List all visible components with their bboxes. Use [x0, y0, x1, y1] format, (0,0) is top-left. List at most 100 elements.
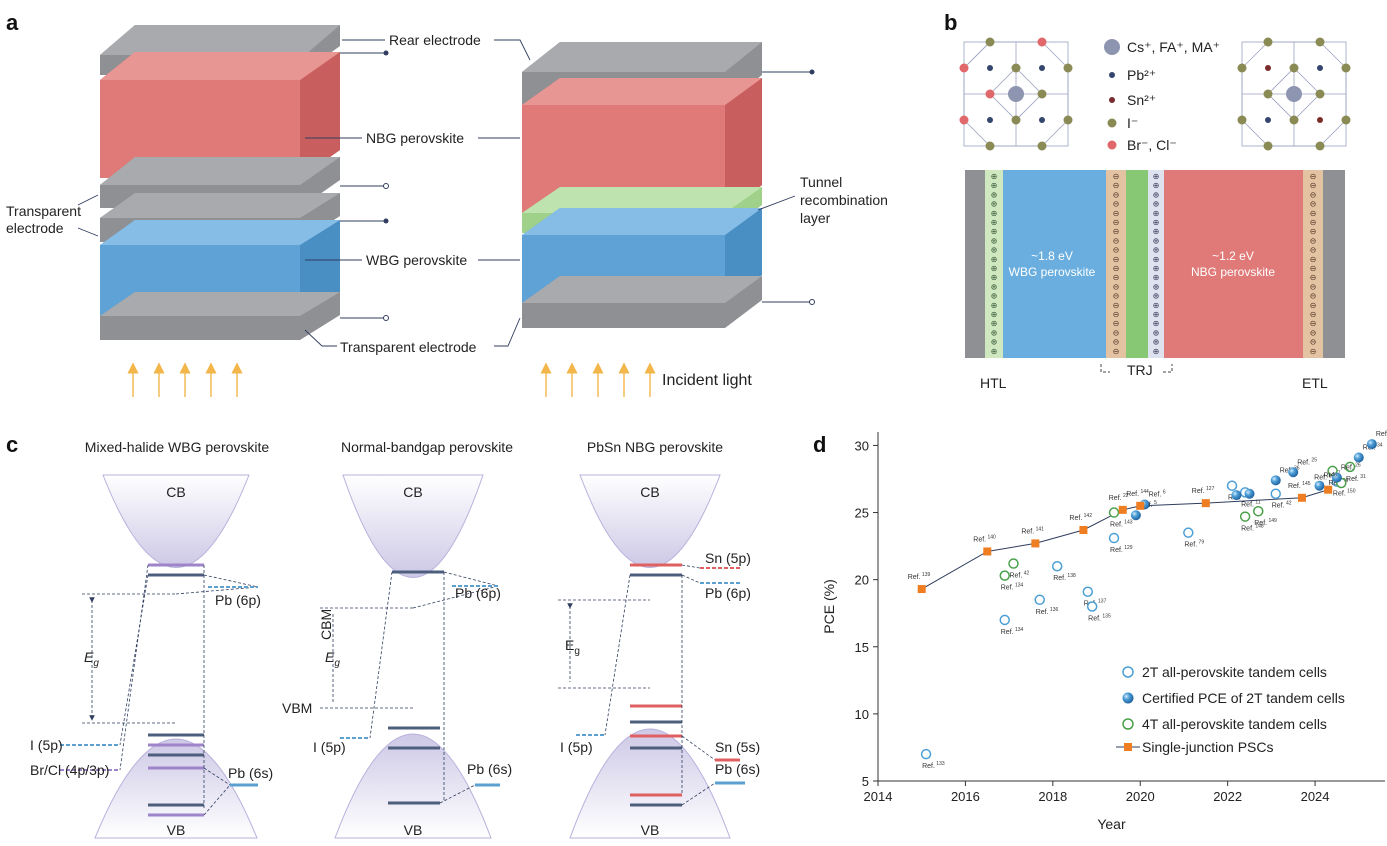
x-axis-label: Year	[1097, 816, 1126, 832]
charge-minus: ⊖	[1113, 310, 1120, 319]
panel-label-d: d	[813, 432, 826, 457]
point-2t	[1082, 586, 1094, 597]
charge-plus: ⊕	[1153, 200, 1160, 209]
pb6p-label-1: Pb (6p)	[215, 592, 261, 608]
point-4t	[999, 570, 1010, 581]
ref-label: Ref. 141	[1021, 526, 1044, 535]
pb6s-label-1: Pb (6s)	[228, 765, 273, 781]
cb-label-2: CB	[403, 484, 422, 500]
label-etl: ETL	[1302, 375, 1328, 391]
ref-label: Ref. 140	[973, 534, 996, 543]
charge-minus: ⊖	[1310, 338, 1317, 347]
charge-plus: ⊕	[1153, 328, 1160, 337]
charge-plus: ⊕	[991, 292, 998, 301]
ref-label: Ref. 136	[1036, 607, 1059, 616]
title-normal: Normal-bandgap perovskite	[341, 439, 513, 455]
charge-plus: ⊕	[1153, 292, 1160, 301]
charge-plus: ⊕	[1153, 227, 1160, 236]
ref-label: Ref. 11	[1241, 499, 1261, 508]
x-tick-label: 2018	[1038, 789, 1067, 804]
charge-plus: ⊕	[991, 282, 998, 291]
charge-minus: ⊖	[1113, 200, 1120, 209]
charge-minus: ⊖	[1113, 172, 1120, 181]
ref-label: Ref. 129	[1110, 545, 1133, 554]
vb-label-3: VB	[641, 822, 660, 838]
point-certified	[1288, 467, 1299, 478]
charge-plus: ⊕	[1153, 310, 1160, 319]
y-axis-label: PCE (%)	[821, 579, 837, 633]
charge-minus: ⊖	[1113, 264, 1120, 273]
charge-minus: ⊖	[1113, 347, 1120, 356]
eg-label-3: Eg	[565, 637, 580, 657]
ref-label: Ref. 25	[1297, 457, 1317, 466]
charge-minus: ⊖	[1310, 218, 1317, 227]
charge-plus: ⊕	[991, 218, 998, 227]
label-trj: TRJ	[1127, 362, 1153, 378]
charge-minus: ⊖	[1113, 319, 1120, 328]
ref-label: Ref. 42	[1272, 501, 1292, 510]
charge-plus: ⊕	[1153, 236, 1160, 245]
point-2t	[1034, 594, 1045, 606]
legend-sn: Sn²⁺	[1127, 92, 1156, 108]
point-sj	[1201, 499, 1210, 508]
y-tick-label: 20	[855, 573, 869, 588]
charge-minus: ⊖	[1310, 319, 1317, 328]
charge-plus: ⊕	[991, 310, 998, 319]
ref-label: Ref. 22	[1109, 493, 1129, 502]
x-tick-label: 2016	[951, 789, 980, 804]
ref-label: Ref. 150	[1333, 489, 1356, 498]
charge-minus: ⊖	[1113, 328, 1120, 337]
ref-label: Ref. 134	[1001, 583, 1024, 592]
legend-marker-2t	[1122, 666, 1134, 678]
nbg-layer-4t	[100, 52, 340, 178]
sn5s-label: Sn (5s)	[715, 739, 760, 755]
pb6p-label-3: Pb (6p)	[705, 585, 751, 601]
charge-minus: ⊖	[1113, 246, 1120, 255]
point-4t	[1344, 461, 1356, 473]
legend-entry: Single-junction PSCs	[1142, 739, 1274, 755]
charge-minus: ⊖	[1310, 200, 1317, 209]
charge-minus: ⊖	[1113, 209, 1120, 218]
charge-plus: ⊕	[1153, 273, 1160, 282]
y-tick-label: 10	[855, 707, 869, 722]
panel-b: b Cs⁺, FA⁺, MA⁺ Pb²⁺ Sn²⁺	[944, 10, 1351, 391]
charge-minus: ⊖	[1310, 255, 1317, 264]
charge-minus: ⊖	[1310, 181, 1317, 190]
brcl-label: Br/Cl (4p/3p)	[30, 762, 109, 778]
charge-plus: ⊕	[1153, 264, 1160, 273]
charge-plus: ⊕	[991, 273, 998, 282]
x-tick-label: 2014	[864, 789, 893, 804]
charge-plus: ⊕	[991, 190, 998, 199]
point-2t	[1086, 601, 1098, 612]
band-diagram-wbg: CB VB	[30, 474, 273, 839]
ref-label: Ref. 31	[1346, 474, 1366, 483]
ref-label: Ref. 42	[1009, 571, 1029, 580]
panel-c: c Mixed-halide WBG perovskite Normal-ban…	[6, 432, 760, 839]
label-transparent-2: electrode	[6, 220, 64, 236]
i5p-label-1: I (5p)	[30, 737, 63, 753]
legend-marker-4t	[1122, 718, 1134, 730]
charge-plus: ⊕	[991, 246, 998, 255]
lattice-left	[959, 37, 1073, 151]
cb-label-3: CB	[640, 484, 659, 500]
charge-plus: ⊕	[1153, 190, 1160, 199]
panel-label-b: b	[944, 10, 957, 35]
ref-label: Ref. 135	[1088, 614, 1111, 623]
y-tick-label: 5	[862, 774, 869, 789]
point-4t	[1253, 505, 1264, 517]
charge-minus: ⊖	[1113, 236, 1120, 245]
label-incident-light: Incident light	[662, 372, 752, 389]
charge-minus: ⊖	[1310, 227, 1317, 236]
y-tick-label: 25	[855, 506, 869, 521]
charge-plus: ⊕	[1153, 181, 1160, 190]
legend-marker-certified	[1122, 692, 1134, 704]
charge-plus: ⊕	[991, 319, 998, 328]
charge-plus: ⊕	[991, 264, 998, 273]
charge-plus: ⊕	[1153, 347, 1160, 356]
panel-label-c: c	[6, 432, 18, 457]
legend-entry: 2T all-perovskite tandem cells	[1142, 664, 1327, 680]
charge-minus: ⊖	[1310, 282, 1317, 291]
title-pbsn: PbSn NBG perovskite	[587, 439, 723, 455]
cbm-label: CBM	[318, 609, 334, 640]
